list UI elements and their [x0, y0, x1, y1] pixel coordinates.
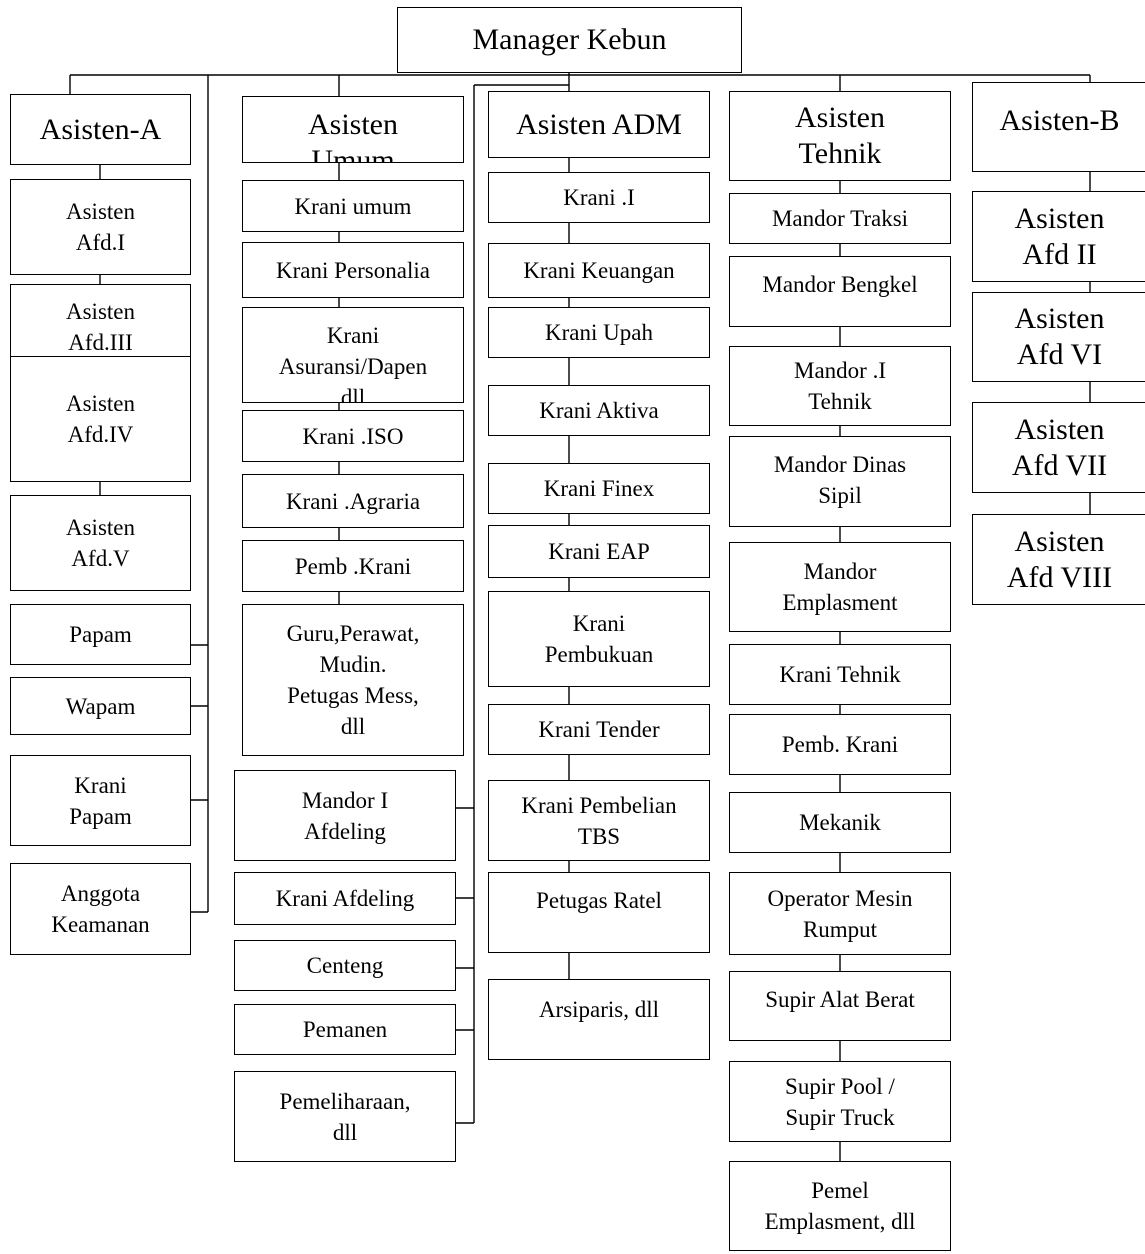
asisten-tehnik-item-7: Pemb. Krani [729, 714, 951, 775]
asisten-umum-head: Asisten Umum [242, 96, 464, 163]
asisten-tehnik-item-2: Mandor Bengkel [729, 256, 951, 327]
asisten-adm-item-11: Arsiparis, dll [488, 979, 710, 1060]
asisten-adm-item-1: Krani .I [488, 172, 710, 223]
asisten-umum-item-8: Mandor I Afdeling [234, 770, 456, 861]
asisten-tehnik-item-6: Krani Tehnik [729, 644, 951, 705]
asisten-b-item-3: Asisten Afd VII [972, 402, 1145, 493]
asisten-umum-item-5: Krani .Agraria [242, 474, 464, 528]
asisten-tehnik-item-3: Mandor .I Tehnik [729, 346, 951, 426]
asisten-adm-item-10: Petugas Ratel [488, 872, 710, 953]
asisten-tehnik-item-8: Mekanik [729, 792, 951, 853]
asisten-adm-item-5: Krani Finex [488, 463, 710, 514]
asisten-a-item-7: Krani Papam [10, 755, 191, 846]
root-manager-kebun: Manager Kebun [397, 7, 742, 73]
asisten-a-item-5: Papam [10, 604, 191, 665]
asisten-adm-item-6: Krani EAP [488, 525, 710, 578]
asisten-adm-head: Asisten ADM [488, 91, 710, 158]
asisten-adm-item-4: Krani Aktiva [488, 385, 710, 436]
asisten-tehnik-item-4: Mandor Dinas Sipil [729, 436, 951, 527]
asisten-a-item-4: Asisten Afd.V [10, 495, 191, 591]
asisten-a-head: Asisten-A [10, 94, 191, 165]
asisten-b-head: Asisten-B [972, 82, 1145, 172]
asisten-tehnik-item-12: Pemel Emplasment, dll [729, 1161, 951, 1251]
asisten-umum-item-12: Pemeliharaan, dll [234, 1071, 456, 1162]
asisten-adm-item-7: Krani Pembukuan [488, 591, 710, 687]
asisten-adm-item-8: Krani Tender [488, 704, 710, 755]
asisten-umum-item-3: Krani Asuransi/Dapen dll [242, 307, 464, 403]
asisten-b-item-2: Asisten Afd VI [972, 292, 1145, 382]
asisten-umum-item-6: Pemb .Krani [242, 540, 464, 592]
asisten-tehnik-item-10: Supir Alat Berat [729, 971, 951, 1041]
asisten-umum-item-4: Krani .ISO [242, 410, 464, 462]
asisten-b-item-4: Asisten Afd VIII [972, 514, 1145, 605]
asisten-b-item-1: Asisten Afd II [972, 191, 1145, 282]
asisten-tehnik-item-5: Mandor Emplasment [729, 542, 951, 632]
asisten-a-item-8: Anggota Keamanan [10, 863, 191, 955]
asisten-a-item-6: Wapam [10, 677, 191, 735]
asisten-tehnik-item-1: Mandor Traksi [729, 193, 951, 244]
asisten-adm-item-9: Krani Pembelian TBS [488, 780, 710, 861]
asisten-tehnik-item-11: Supir Pool / Supir Truck [729, 1061, 951, 1142]
asisten-a-item-1: Asisten Afd.I [10, 179, 191, 275]
asisten-tehnik-item-9: Operator Mesin Rumput [729, 872, 951, 955]
asisten-umum-item-9: Krani Afdeling [234, 872, 456, 925]
asisten-umum-item-2: Krani Personalia [242, 242, 464, 298]
asisten-umum-item-11: Pemanen [234, 1004, 456, 1055]
asisten-a-item-3: Asisten Afd.IV [10, 356, 191, 482]
asisten-umum-item-10: Centeng [234, 940, 456, 991]
asisten-adm-item-3: Krani Upah [488, 307, 710, 358]
asisten-adm-item-2: Krani Keuangan [488, 243, 710, 298]
asisten-umum-item-7: Guru,Perawat, Mudin. Petugas Mess, dll [242, 604, 464, 756]
asisten-tehnik-head: Asisten Tehnik [729, 91, 951, 181]
asisten-a-item-2: Asisten Afd.III [10, 284, 191, 370]
asisten-umum-item-1: Krani umum [242, 180, 464, 232]
